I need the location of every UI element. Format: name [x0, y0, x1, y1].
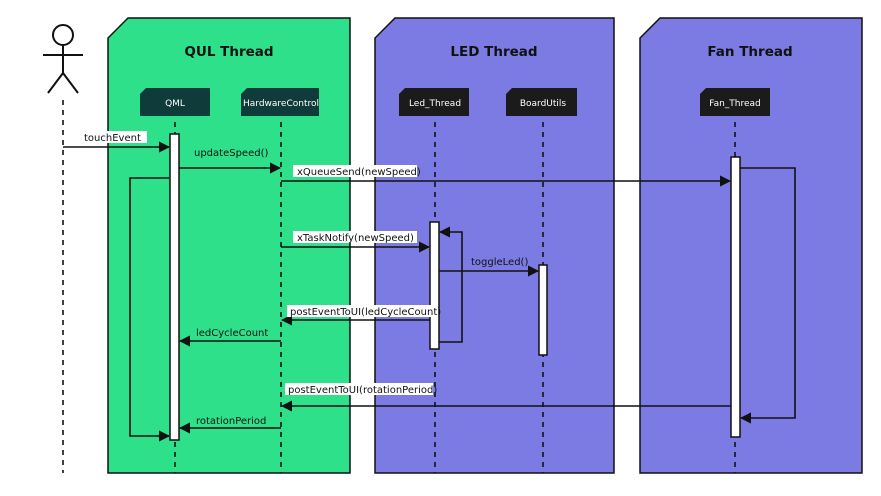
rotation-period-label: rotationPeriod	[196, 416, 266, 427]
participant-fan-thread-label: Fan_Thread	[709, 99, 761, 109]
fan-thread-activation-bar	[730, 156, 741, 438]
led-thread-activation-bar	[429, 221, 440, 350]
user-actor-icon	[43, 24, 83, 94]
task-notify-label: xTaskNotify(newSpeed)	[297, 233, 414, 244]
participant-fan-thread: Fan_Thread	[700, 88, 770, 116]
fan-thread-lane: Fan Thread	[639, 17, 863, 474]
participant-qml-label: QML	[165, 99, 185, 109]
toggle-led-label: toggleLed()	[471, 257, 528, 268]
fan-thread-title: Fan Thread	[707, 44, 792, 60]
led-self-loop-arrow	[438, 226, 463, 343]
led-thread-title: LED Thread	[450, 44, 537, 60]
queue-send-label: xQueueSend(newSpeed)	[297, 167, 421, 178]
participant-led-thread-label: Led_Thread	[409, 99, 461, 109]
led-cycle-count-label: ledCycleCount	[196, 328, 268, 339]
led-thread-lane: LED Thread	[374, 17, 615, 474]
post-rotation-label: postEventToUI(rotationPeriod)	[288, 385, 437, 396]
participant-qml: QML	[140, 88, 210, 116]
participant-boardutils: BoardUtils	[506, 88, 577, 116]
qul-thread-title: QUL Thread	[184, 44, 273, 60]
boardutils-activation-bar	[538, 264, 548, 356]
fan-self-loop-arrow	[739, 167, 796, 424]
participant-hardwarecontrol: HardwareControl	[241, 88, 319, 116]
touch-event-label: touchEvent	[84, 133, 141, 144]
participant-hardwarecontrol-label: HardwareControl	[243, 99, 319, 109]
post-led-label: postEventToUI(ledCycleCount)	[290, 307, 441, 318]
qml-self-loop-arrow	[129, 177, 171, 442]
participant-boardutils-label: BoardUtils	[520, 99, 567, 109]
participant-led-thread: Led_Thread	[399, 88, 469, 116]
qul-thread-lane: QUL Thread	[107, 17, 351, 474]
qml-activation-bar	[169, 133, 180, 441]
update-speed-label: updateSpeed()	[194, 148, 268, 159]
